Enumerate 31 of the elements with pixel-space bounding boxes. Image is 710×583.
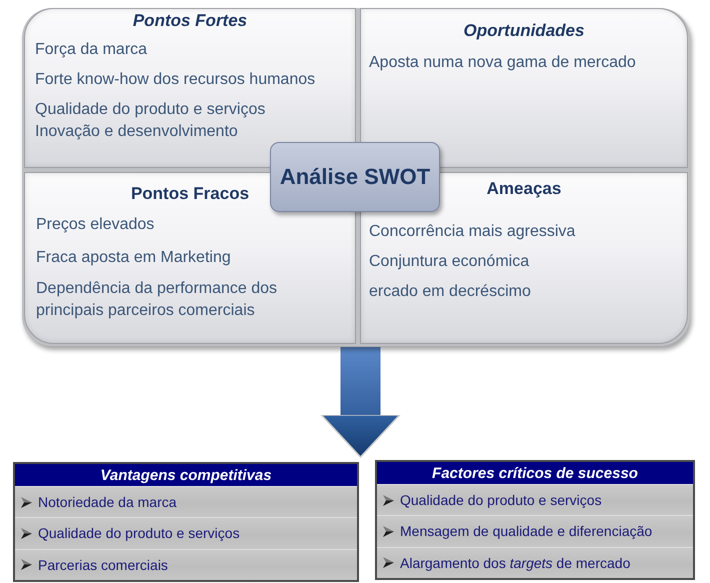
quadrant-title: Pontos Fracos	[130, 183, 250, 205]
list-item: Parcerias comerciais	[38, 556, 168, 573]
list-item: Aposta numa nova gama de mercado	[369, 53, 636, 73]
list-table	[375, 460, 695, 580]
quadrant-panel	[360, 8, 688, 168]
list-item: Alargamento dos targets de mercado	[400, 554, 630, 571]
list-item: Forte know-how dos recursos humanos	[35, 70, 316, 90]
quadrant-title: Oportunidades	[464, 20, 584, 42]
list-item: Qualidade do produto e serviços	[38, 525, 240, 542]
list-item: Preços elevados	[36, 215, 154, 235]
list-item: Dependência da performance dos principais parceiros comerciais	[36, 279, 278, 321]
list-item: Qualidade do produto e serviços	[400, 492, 602, 508]
table-header: Factores críticos de sucesso	[377, 462, 693, 484]
quadrant-title: Ameaças	[486, 178, 562, 200]
block-arrow	[320, 347, 400, 458]
list-item: Concorrência mais agressiva	[369, 222, 576, 242]
center-title: Análise SWOT	[280, 164, 430, 190]
list-item: Fraca aposta em Marketing	[36, 248, 231, 268]
list-item: Qualidade do produto e serviços	[35, 100, 266, 120]
list-item: ercado em decréscimo	[369, 282, 531, 302]
list-item: Conjuntura económica	[369, 252, 530, 272]
list-table	[13, 462, 359, 582]
list-item: Notoriedade da marca	[38, 494, 177, 510]
quadrant-title: Pontos Fortes	[132, 10, 248, 32]
title-box	[270, 142, 440, 212]
quadrant-panel	[24, 8, 356, 168]
swot-matrix	[22, 8, 690, 346]
list-item: Força da marca	[35, 40, 148, 60]
list-item: Mensagem de qualidade e diferenciação	[400, 523, 652, 540]
table-header: Vantagens competitivas	[15, 464, 357, 486]
list-item: Inovação e desenvolvimento	[35, 122, 238, 142]
